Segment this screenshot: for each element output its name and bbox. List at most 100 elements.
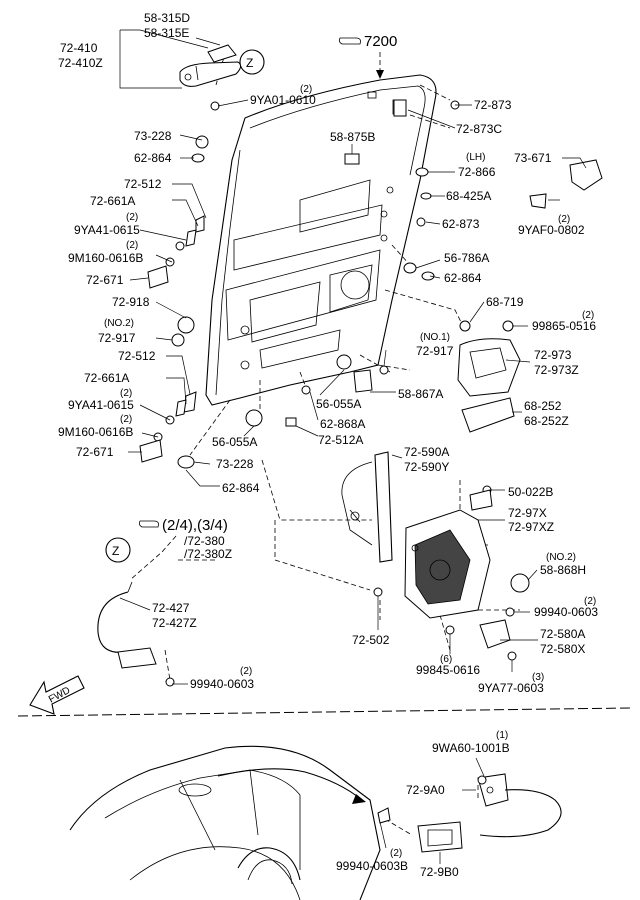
outer-handle-part xyxy=(179,44,242,87)
qty-9WA60: (1) xyxy=(496,730,508,741)
label-72-918: 72-918 xyxy=(112,295,150,309)
label-72-973Z: 72-973Z xyxy=(534,363,579,377)
label-72-427Z: 72-427Z xyxy=(152,616,197,630)
label-72-502: 72-502 xyxy=(352,633,390,647)
label-56-786A: 56-786A xyxy=(444,251,489,265)
qty-9YA01: (2) xyxy=(300,84,312,95)
small-fasteners xyxy=(139,99,603,687)
label-72-866: 72-866 xyxy=(458,165,496,179)
label-99845-0616: 99845-0616 xyxy=(416,663,480,677)
label-72-512-mid: 72-512 xyxy=(118,349,156,363)
label-72-873: 72-873 xyxy=(474,98,512,112)
label-9WA60-1001B: 9WA60-1001B xyxy=(432,741,510,755)
label-72-410Z: 72-410Z xyxy=(58,56,103,70)
release-cable-assembly xyxy=(377,773,562,853)
qty-99940-left: (2) xyxy=(240,666,252,677)
qty-9M160-top: (2) xyxy=(126,240,138,251)
label-58-315E: 58-315E xyxy=(144,26,189,40)
ref-pages: (2/4),(3/4) xyxy=(138,517,228,534)
label-72-917-right: 72-917 xyxy=(416,344,454,358)
qty-99865: (2) xyxy=(582,310,594,321)
label-68-252Z: 68-252Z xyxy=(524,414,569,428)
label-56-055A-right: 56-055A xyxy=(316,397,361,411)
label-58-867A: 58-867A xyxy=(398,387,443,401)
label-9M160-0616B-mid: 9M160-0616B xyxy=(58,425,133,439)
label-72-973: 72-973 xyxy=(534,348,572,362)
qty-9YA41-top: (2) xyxy=(126,212,138,223)
label-9YA41-0615-top: 9YA41-0615 xyxy=(74,223,140,237)
label-no1: (NO.1) xyxy=(420,332,450,343)
label-62-864-top: 62-864 xyxy=(134,151,172,165)
label-72-97X: 72-97X xyxy=(508,506,547,520)
label-72-661A-mid: 72-661A xyxy=(84,371,129,385)
label-72-9B0: 72-9B0 xyxy=(420,865,459,879)
label-62-873: 62-873 xyxy=(442,217,480,231)
label-68-252: 68-252 xyxy=(524,399,562,413)
label-62-864-mid: 62-864 xyxy=(444,271,482,285)
label-72-590A: 72-590A xyxy=(404,445,449,459)
label-72-380: /72-380 xyxy=(184,534,225,548)
z-label-bottom: Z xyxy=(112,544,119,558)
label-73-228-bottom: 73-228 xyxy=(216,457,254,471)
label-leaders xyxy=(119,29,587,864)
qty-9YA41-mid: (2) xyxy=(120,388,132,399)
vehicle-silhouette xyxy=(69,745,381,900)
label-72-512-top: 72-512 xyxy=(124,177,162,191)
label-72-671-top: 72-671 xyxy=(86,273,124,287)
qty-9M160-mid: (2) xyxy=(120,414,132,425)
label-68-425A: 68-425A xyxy=(446,189,491,203)
sliding-door-panel xyxy=(205,74,437,406)
label-72-427: 72-427 xyxy=(152,601,190,615)
qty-99940B: (2) xyxy=(390,848,402,859)
label-no2-b: (NO.2) xyxy=(546,552,576,563)
part-labels: 58-315D 58-315E 72-410 72-410Z 7200 (2) … xyxy=(58,11,598,879)
label-72-917-left: 72-917 xyxy=(98,331,136,345)
label-50-022B: 50-022B xyxy=(508,485,553,499)
fwd-label: FWD xyxy=(47,685,72,705)
label-72-97XZ: 72-97XZ xyxy=(508,520,554,534)
latch-module xyxy=(404,509,511,649)
label-73-671: 73-671 xyxy=(514,151,552,165)
qty-99940-right: (2) xyxy=(584,596,596,607)
qty-99845: (6) xyxy=(440,654,452,665)
label-72-590Y: 72-590Y xyxy=(404,460,449,474)
window-regulator xyxy=(341,451,393,563)
label-72-580X: 72-580X xyxy=(540,642,585,656)
label-72-580A: 72-580A xyxy=(540,627,585,641)
ref-arrow xyxy=(376,52,384,79)
label-no2-a: (NO.2) xyxy=(104,318,134,329)
label-72-9A0: 72-9A0 xyxy=(406,783,445,797)
label-9YA77-0603: 9YA77-0603 xyxy=(478,681,544,695)
label-99865-0516: 99865-0516 xyxy=(532,319,596,333)
label-lh: (LH) xyxy=(466,152,485,163)
z-label-top: Z xyxy=(246,56,253,70)
label-9YAF0-0802: 9YAF0-0802 xyxy=(518,223,585,237)
label-ref-pages: (2/4),(3/4) xyxy=(162,517,228,534)
label-72-661A-top: 72-661A xyxy=(90,194,135,208)
label-72-873C: 72-873C xyxy=(456,122,502,136)
section-divider xyxy=(17,707,631,717)
fwd-arrow: FWD xyxy=(29,675,85,715)
label-72-512A: 72-512A xyxy=(318,433,363,447)
qty-9YA77: (3) xyxy=(532,672,544,683)
label-68-719: 68-719 xyxy=(486,295,524,309)
cable-72-427 xyxy=(97,581,157,669)
label-56-055A-left: 56-055A xyxy=(212,435,257,449)
label-72-410: 72-410 xyxy=(60,41,98,55)
zoom-z-circle-bottom: Z xyxy=(105,537,131,563)
qty-9YAF0: (2) xyxy=(558,214,570,225)
label-99940-0603B: 99940-0603B xyxy=(336,859,408,873)
label-58-875B: 58-875B xyxy=(330,130,375,144)
label-72-380Z: /72-380Z xyxy=(184,547,232,561)
label-72-671-mid: 72-671 xyxy=(76,445,114,459)
label-62-864-bottom: 62-864 xyxy=(222,481,260,495)
label-9M160-0616B-top: 9M160-0616B xyxy=(68,251,143,265)
label-9YA41-0615-mid: 9YA41-0615 xyxy=(68,398,134,412)
label-73-228-top: 73-228 xyxy=(134,129,172,143)
label-99940-0603-right: 99940-0603 xyxy=(534,605,598,619)
label-99940-0603-left: 99940-0603 xyxy=(190,677,254,691)
label-62-868A: 62-868A xyxy=(320,417,365,431)
ref-7200: 7200 xyxy=(338,33,397,50)
zoom-z-circle-top: Z xyxy=(239,49,265,75)
